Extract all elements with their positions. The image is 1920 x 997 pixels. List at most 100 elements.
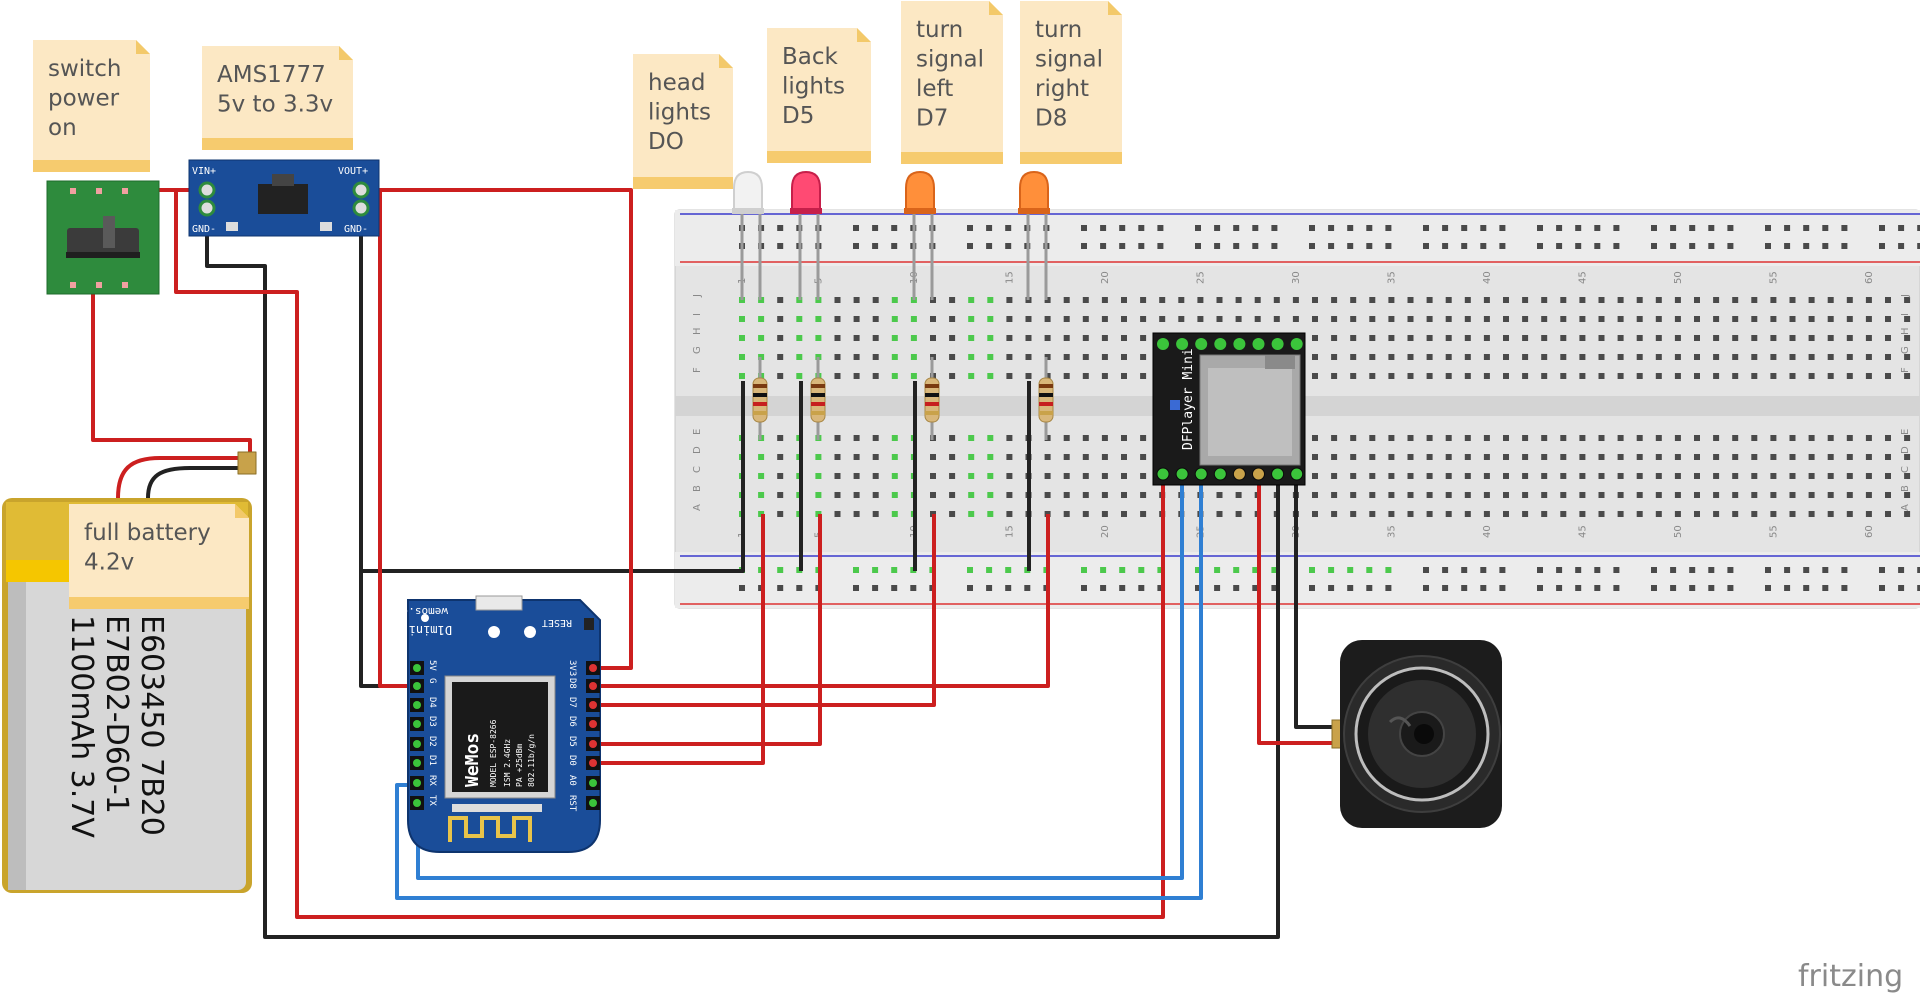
breadboard-hole [1751, 335, 1758, 341]
breadboard-hole [1598, 335, 1605, 341]
breadboard-rail-hole [1803, 225, 1810, 231]
breadboard-hole [1388, 473, 1395, 479]
breadboard-rail-hole [1214, 225, 1221, 231]
breadboard-rail-hole [1708, 567, 1715, 573]
breadboard-row-letter: J [1900, 294, 1911, 298]
breadboard-hole [1541, 492, 1548, 498]
breadboard-hole [1312, 454, 1318, 460]
breadboard-hole [1407, 435, 1414, 441]
breadboard-hole [1751, 435, 1758, 441]
breadboard-hole [1350, 335, 1357, 341]
breadboard-rail-hole [1233, 567, 1240, 573]
breadboard-col-number: 30 [1291, 271, 1302, 284]
d1-pin-hole [589, 682, 597, 690]
breadboard-rail-hole [1309, 585, 1315, 591]
breadboard-rail-hole [1119, 567, 1126, 573]
breadboard-hole [815, 335, 822, 341]
breadboard-hole [853, 435, 860, 441]
d1-left-pin-label: RX [427, 775, 437, 786]
breadboard-hole [1713, 492, 1720, 498]
breadboard-col-number: 15 [1004, 271, 1015, 284]
breadboard-hole [1503, 297, 1509, 303]
breadboard-hole [930, 454, 936, 460]
breadboard-rail-hole [1252, 225, 1259, 231]
breadboard-hole [1617, 473, 1624, 479]
breadboard-rail-hole [1423, 585, 1429, 591]
breadboard-hole [1617, 435, 1624, 441]
breadboard-hole [1636, 492, 1643, 498]
breadboard-hole [1713, 511, 1720, 517]
breadboard-rail-hole [1195, 567, 1201, 573]
breadboard-hole [1770, 435, 1777, 441]
breadboard-hole [1025, 335, 1032, 341]
breadboard-hole [1503, 511, 1509, 517]
breadboard-hole [1044, 297, 1051, 303]
breadboard-hole [891, 511, 898, 517]
breadboard-rail-hole [1784, 585, 1791, 591]
breadboard-hole [1560, 335, 1567, 341]
breadboard-hole [1121, 297, 1127, 303]
d1-left-pin-label: D3 [427, 716, 437, 727]
breadboard-hole [1445, 335, 1452, 341]
breadboard-rail-hole [1803, 585, 1810, 591]
led-white [733, 170, 763, 213]
breadboard-hole [1694, 373, 1700, 379]
dfplayer-pin [1195, 338, 1208, 350]
breadboard-hole [1674, 297, 1681, 303]
reg-pin-vout: VOUT+ [338, 166, 368, 177]
breadboard-hole [987, 297, 994, 303]
breadboard-rail-hole [872, 243, 879, 249]
breadboard-hole [853, 373, 860, 379]
resistor-band [811, 384, 825, 388]
breadboard-hole [1789, 435, 1796, 441]
breadboard-hole [1732, 492, 1739, 498]
breadboard-rail-hole [1119, 225, 1126, 231]
wire-gnd-reg-left [205, 208, 1280, 939]
breadboard-hole [987, 435, 994, 441]
note-text-line: signal [916, 47, 984, 73]
breadboard-hole [1369, 492, 1376, 498]
breadboard-hole [1579, 435, 1586, 441]
breadboard-hole [1350, 316, 1357, 322]
breadboard-hole [1273, 316, 1280, 322]
breadboard-hole [987, 373, 994, 379]
esp-spec-1: ISM 2.4GHz [503, 739, 512, 787]
breadboard-hole [1560, 354, 1567, 360]
breadboard-hole [1483, 435, 1490, 441]
breadboard-hole [1121, 492, 1127, 498]
breadboard-rail-hole [1537, 567, 1543, 573]
breadboard-rail-hole [967, 243, 973, 249]
d1-pin-hole [413, 720, 421, 728]
breadboard-hole [1006, 492, 1013, 498]
breadboard-rail-hole [1100, 225, 1107, 231]
breadboard-hole [1464, 373, 1471, 379]
dfplayer-pin [1156, 467, 1170, 481]
breadboard-hole [1598, 454, 1605, 460]
breadboard-hole [1235, 492, 1242, 498]
breadboard-hole [1770, 316, 1777, 322]
breadboard-rail-hole [1100, 567, 1107, 573]
breadboard-hole [1044, 373, 1051, 379]
breadboard-hole [1617, 297, 1624, 303]
breadboard-hole [1655, 335, 1662, 341]
breadboard-col-number: 55 [1768, 525, 1779, 538]
breadboard-hole [891, 473, 898, 479]
breadboard-rail-hole [1784, 225, 1791, 231]
breadboard-rail-hole [1138, 243, 1145, 249]
breadboard-hole [1216, 297, 1223, 303]
breadboard-hole [1445, 511, 1452, 517]
resistor-band [753, 402, 767, 406]
breadboard-rail-hole [1575, 225, 1582, 231]
breadboard-hole [1426, 316, 1433, 322]
breadboard-row-letter: I [1900, 313, 1911, 316]
breadboard-col-number: 45 [1577, 271, 1588, 284]
breadboard-rail-hole [1157, 243, 1164, 249]
breadboard-hole [1407, 316, 1414, 322]
breadboard-hole [1445, 435, 1452, 441]
breadboard-hole [1063, 492, 1070, 498]
breadboard-rail-hole [891, 585, 898, 591]
breadboard-rail-hole [1347, 225, 1354, 231]
breadboard-rail-hole [1784, 567, 1791, 573]
breadboard-hole [1044, 454, 1051, 460]
